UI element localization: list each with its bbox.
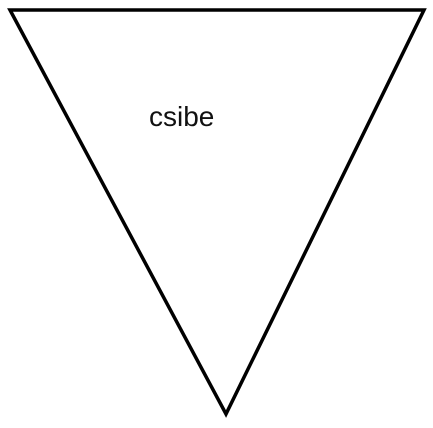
inverted-triangle-shape: [7, 8, 427, 418]
triangle-label: csibe: [149, 101, 214, 132]
